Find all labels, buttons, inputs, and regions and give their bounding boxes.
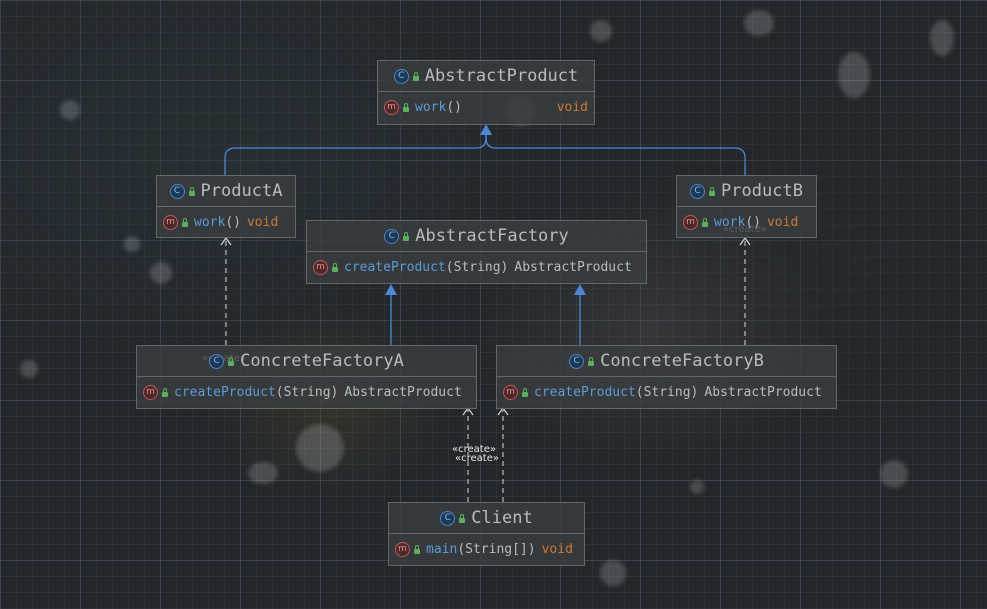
method-return-type: void (541, 541, 573, 557)
realization-arrowhead (480, 124, 492, 135)
method-params: () (225, 214, 241, 230)
method-return-type: void (246, 214, 279, 230)
method-params: (String[]) (457, 541, 536, 557)
class-header: C ConcreteFactoryA (137, 346, 476, 377)
method-name: work (415, 99, 447, 115)
method-row[interactable]: m main(String[]) void (389, 534, 584, 564)
public-lock-icon (403, 102, 409, 112)
class-node-productb[interactable]: C ProductB m work() void (676, 175, 817, 238)
class-name: ConcreteFactoryA (240, 351, 404, 371)
method-icon: m (395, 541, 410, 557)
snowflake-decoration (296, 424, 344, 472)
create-label: «create» (452, 444, 496, 455)
method-icon: m (163, 214, 178, 230)
method-row[interactable]: m work() void (157, 207, 295, 237)
public-lock-icon (228, 356, 235, 366)
method-return-type: AbstractProduct (344, 384, 462, 400)
class-icon: C (440, 510, 456, 526)
dependency-arrowhead (220, 236, 232, 246)
class-name: AbstractProduct (424, 66, 579, 86)
public-lock-icon (522, 387, 528, 397)
dependency-arrowhead (739, 236, 751, 246)
realization-arrowhead (385, 284, 397, 295)
public-lock-icon (414, 544, 420, 554)
method-icon: m (143, 384, 158, 400)
class-node-producta[interactable]: C ProductA m work() void (156, 175, 296, 238)
public-lock-icon (709, 186, 716, 196)
snowflake-decoration (20, 360, 38, 378)
method-params: () (745, 214, 761, 230)
class-node-client[interactable]: C Client m main(String[]) void (388, 502, 585, 566)
realization-line-productb (485, 126, 746, 175)
method-return-type: void (556, 99, 588, 115)
public-lock-icon (412, 71, 419, 81)
method-row[interactable]: m work() void (677, 207, 816, 237)
class-name: AbstractFactory (415, 226, 569, 246)
method-params: (String) (445, 259, 509, 275)
method-row[interactable]: m createProduct(String) AbstractProduct (137, 377, 476, 407)
public-lock-icon (588, 356, 595, 366)
method-row[interactable]: m work() void (378, 92, 594, 122)
class-name: ConcreteFactoryB (600, 351, 764, 371)
class-node-concretefactorya[interactable]: C ConcreteFactoryA m createProduct(Strin… (136, 345, 477, 409)
snowflake-decoration (600, 560, 626, 586)
class-icon: C (384, 228, 400, 244)
method-row[interactable]: m createProduct(String) AbstractProduct (307, 252, 646, 282)
class-icon: C (169, 183, 185, 199)
method-icon: m (384, 99, 399, 115)
method-name: main (426, 541, 458, 557)
create-label: «create» (455, 453, 499, 464)
snowflake-decoration (590, 20, 612, 42)
method-name: work (194, 214, 226, 230)
class-node-abstractfactory[interactable]: C AbstractFactory m createProduct(String… (306, 220, 647, 284)
class-header: C ProductA (157, 176, 295, 207)
method-name: createProduct (174, 384, 276, 400)
method-icon: m (683, 214, 698, 230)
method-name: createProduct (534, 384, 636, 400)
snowflake-decoration (930, 20, 954, 56)
class-icon: C (690, 183, 706, 199)
method-params: (String) (635, 384, 699, 400)
public-lock-icon (332, 262, 338, 272)
method-icon: m (503, 384, 518, 400)
method-row[interactable]: m createProduct(String) AbstractProduct (497, 377, 836, 407)
method-icon: m (313, 259, 328, 275)
method-return-type: AbstractProduct (704, 384, 822, 400)
snowflake-decoration (60, 100, 80, 120)
realization-arrowhead (574, 284, 586, 295)
class-name: ProductA (200, 181, 283, 201)
snowflake-decoration (744, 10, 774, 36)
class-header: C AbstractFactory (307, 221, 646, 252)
class-node-abstractproduct[interactable]: C AbstractProduct m work() void (377, 60, 595, 125)
class-header: C ConcreteFactoryB (497, 346, 836, 377)
method-return-type: void (766, 214, 799, 230)
class-header: C ProductB (677, 176, 816, 207)
class-icon: C (393, 68, 409, 84)
snowflake-decoration (124, 236, 140, 252)
public-lock-icon (182, 217, 188, 227)
method-return-type: AbstractProduct (514, 259, 632, 275)
class-name: Client (471, 508, 533, 528)
class-header: C Client (389, 503, 584, 534)
class-header: C AbstractProduct (378, 61, 594, 92)
public-lock-icon (188, 186, 195, 196)
public-lock-icon (702, 217, 708, 227)
method-name: createProduct (344, 259, 446, 275)
snowflake-decoration (248, 462, 278, 484)
method-params: (String) (275, 384, 339, 400)
method-params: () (446, 99, 462, 115)
class-node-concretefactoryb[interactable]: C ConcreteFactoryB m createProduct(Strin… (496, 345, 837, 409)
snowflake-decoration (690, 480, 704, 494)
class-icon: C (569, 353, 585, 369)
method-name: work (714, 214, 746, 230)
class-icon: C (209, 353, 225, 369)
snowflake-decoration (150, 262, 172, 284)
class-name: ProductB (721, 181, 803, 201)
snowflake-decoration (838, 52, 870, 98)
realization-line-producta (224, 126, 487, 175)
public-lock-icon (403, 231, 410, 241)
public-lock-icon (162, 387, 168, 397)
public-lock-icon (459, 513, 466, 523)
snowflake-decoration (880, 460, 908, 488)
